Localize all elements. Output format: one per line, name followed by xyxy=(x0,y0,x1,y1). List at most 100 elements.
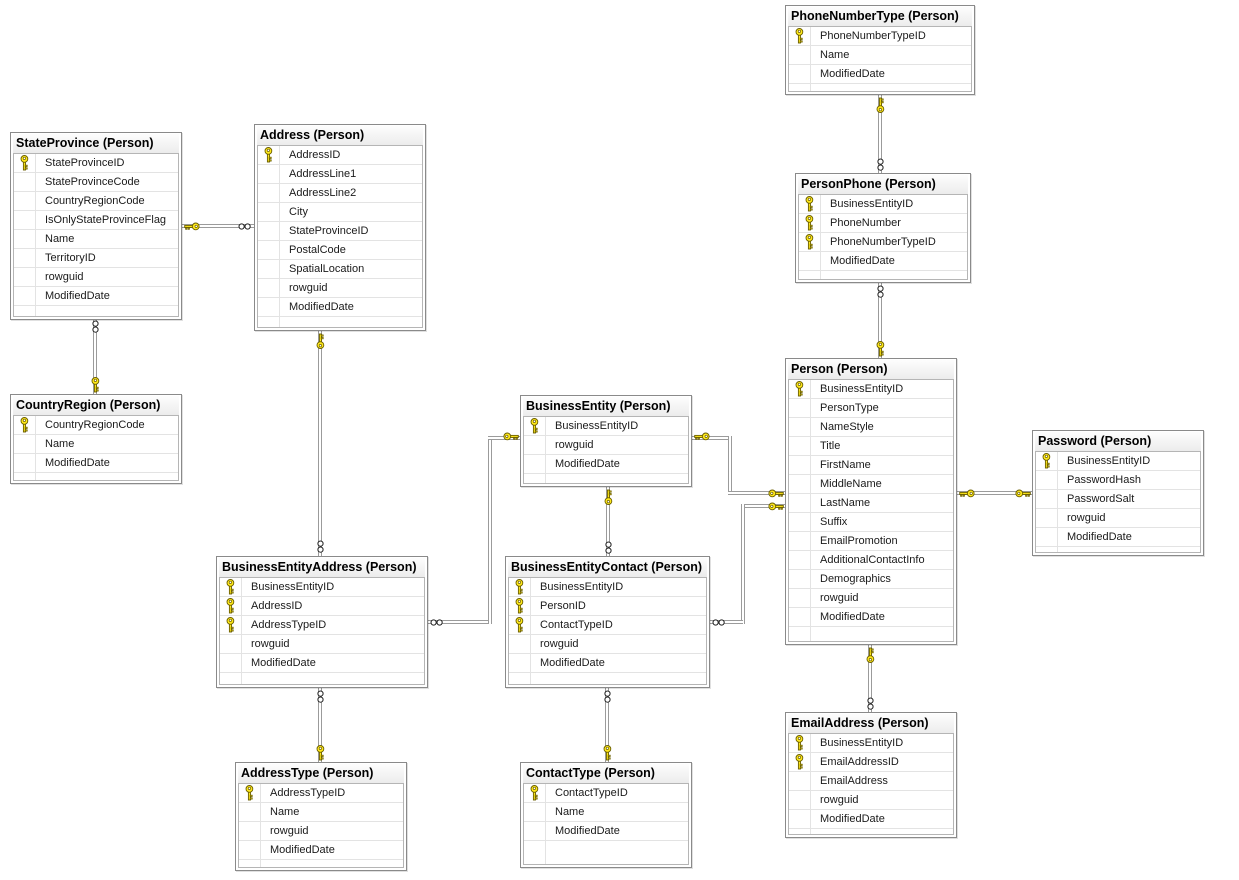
table-row[interactable]: ContactTypeID xyxy=(509,616,706,635)
relationship-line[interactable] xyxy=(741,504,745,624)
table-empty-row[interactable] xyxy=(239,860,403,867)
relationship-line[interactable] xyxy=(182,224,254,228)
table-row[interactable]: PasswordHash xyxy=(1036,471,1200,490)
table-row[interactable]: Name xyxy=(524,803,688,822)
table-empty-row[interactable] xyxy=(789,84,971,91)
table-row[interactable]: PhoneNumberTypeID xyxy=(799,233,967,252)
table-title[interactable]: StateProvince (Person) xyxy=(13,134,179,153)
table-businessentitycontact[interactable]: BusinessEntityContact (Person) BusinessE… xyxy=(505,556,710,688)
table-row[interactable]: EmailAddressID xyxy=(789,753,953,772)
table-row[interactable]: IsOnlyStateProvinceFlag xyxy=(14,211,178,230)
table-row[interactable]: BusinessEntityID xyxy=(1036,452,1200,471)
table-row[interactable]: BusinessEntityID xyxy=(524,417,688,436)
table-row[interactable]: rowguid xyxy=(789,791,953,810)
table-row[interactable]: ModifiedDate xyxy=(220,654,424,673)
table-title[interactable]: AddressType (Person) xyxy=(238,764,404,783)
table-row[interactable]: ModifiedDate xyxy=(14,287,178,306)
relationship-line[interactable] xyxy=(710,620,743,624)
relationship-line[interactable] xyxy=(868,645,872,712)
table-title[interactable]: PhoneNumberType (Person) xyxy=(788,7,972,26)
table-row[interactable]: EmailAddress xyxy=(789,772,953,791)
table-row[interactable]: ContactTypeID xyxy=(524,784,688,803)
table-empty-row[interactable] xyxy=(14,473,178,480)
table-row[interactable]: BusinessEntityID xyxy=(789,380,953,399)
table-row[interactable]: NameStyle xyxy=(789,418,953,437)
relationship-line[interactable] xyxy=(878,95,882,173)
table-row[interactable]: Suffix xyxy=(789,513,953,532)
table-empty-row[interactable] xyxy=(524,841,688,864)
table-row[interactable]: PostalCode xyxy=(258,241,422,260)
relationship-line[interactable] xyxy=(728,436,732,495)
relationship-line[interactable] xyxy=(692,436,732,440)
relationship-line[interactable] xyxy=(428,620,490,624)
table-phonenumbertype[interactable]: PhoneNumberType (Person) PhoneNumberType… xyxy=(785,5,975,95)
table-title[interactable]: Address (Person) xyxy=(257,126,423,145)
relationship-line[interactable] xyxy=(606,487,610,556)
table-row[interactable]: AddressID xyxy=(220,597,424,616)
table-row[interactable]: BusinessEntityID xyxy=(799,195,967,214)
table-title[interactable]: BusinessEntityContact (Person) xyxy=(508,558,707,577)
table-row[interactable]: Name xyxy=(14,230,178,249)
table-row[interactable]: PhoneNumberTypeID xyxy=(789,27,971,46)
table-row[interactable]: ModifiedDate xyxy=(258,298,422,317)
table-row[interactable]: ModifiedDate xyxy=(509,654,706,673)
table-empty-row[interactable] xyxy=(789,829,953,834)
table-row[interactable]: rowguid xyxy=(258,279,422,298)
table-empty-row[interactable] xyxy=(258,317,422,327)
relationship-line[interactable] xyxy=(743,504,785,508)
table-row[interactable]: AddressLine2 xyxy=(258,184,422,203)
table-title[interactable]: ContactType (Person) xyxy=(523,764,689,783)
table-row[interactable]: TerritoryID xyxy=(14,249,178,268)
table-row[interactable]: BusinessEntityID xyxy=(509,578,706,597)
table-empty-row[interactable] xyxy=(509,673,706,684)
table-row[interactable]: ModifiedDate xyxy=(524,822,688,841)
table-empty-row[interactable] xyxy=(1036,547,1200,552)
table-row[interactable]: Title xyxy=(789,437,953,456)
table-row[interactable]: SpatialLocation xyxy=(258,260,422,279)
table-row[interactable]: AddressID xyxy=(258,146,422,165)
table-title[interactable]: CountryRegion (Person) xyxy=(13,396,179,415)
table-row[interactable]: PersonID xyxy=(509,597,706,616)
table-row[interactable]: PersonType xyxy=(789,399,953,418)
table-row[interactable]: AddressLine1 xyxy=(258,165,422,184)
table-row[interactable]: PhoneNumber xyxy=(799,214,967,233)
table-row[interactable]: rowguid xyxy=(509,635,706,654)
relationship-line[interactable] xyxy=(318,688,322,762)
relationship-line[interactable] xyxy=(93,318,97,394)
table-title[interactable]: PersonPhone (Person) xyxy=(798,175,968,194)
relationship-line[interactable] xyxy=(488,436,492,624)
table-row[interactable]: ModifiedDate xyxy=(789,65,971,84)
table-businessentityaddress[interactable]: BusinessEntityAddress (Person) BusinessE… xyxy=(216,556,428,688)
table-title[interactable]: BusinessEntityAddress (Person) xyxy=(219,558,425,577)
relationship-line[interactable] xyxy=(878,283,882,358)
relationship-line[interactable] xyxy=(728,491,785,495)
table-row[interactable]: BusinessEntityID xyxy=(220,578,424,597)
table-row[interactable]: ModifiedDate xyxy=(14,454,178,473)
table-row[interactable]: CountryRegionCode xyxy=(14,416,178,435)
table-row[interactable]: rowguid xyxy=(524,436,688,455)
table-empty-row[interactable] xyxy=(799,271,967,279)
table-row[interactable]: rowguid xyxy=(239,822,403,841)
table-row[interactable]: Demographics xyxy=(789,570,953,589)
table-row[interactable]: ModifiedDate xyxy=(789,810,953,829)
table-row[interactable]: Name xyxy=(789,46,971,65)
table-row[interactable]: StateProvinceCode xyxy=(14,173,178,192)
table-row[interactable]: BusinessEntityID xyxy=(789,734,953,753)
table-row[interactable]: rowguid xyxy=(1036,509,1200,528)
table-row[interactable]: EmailPromotion xyxy=(789,532,953,551)
table-row[interactable]: rowguid xyxy=(220,635,424,654)
table-row[interactable]: ModifiedDate xyxy=(789,608,953,627)
table-row[interactable]: FirstName xyxy=(789,456,953,475)
table-row[interactable]: CountryRegionCode xyxy=(14,192,178,211)
table-empty-row[interactable] xyxy=(524,474,688,483)
table-row[interactable]: StateProvinceID xyxy=(14,154,178,173)
table-empty-row[interactable] xyxy=(789,627,953,641)
table-businessentity[interactable]: BusinessEntity (Person) BusinessEntityID… xyxy=(520,395,692,487)
